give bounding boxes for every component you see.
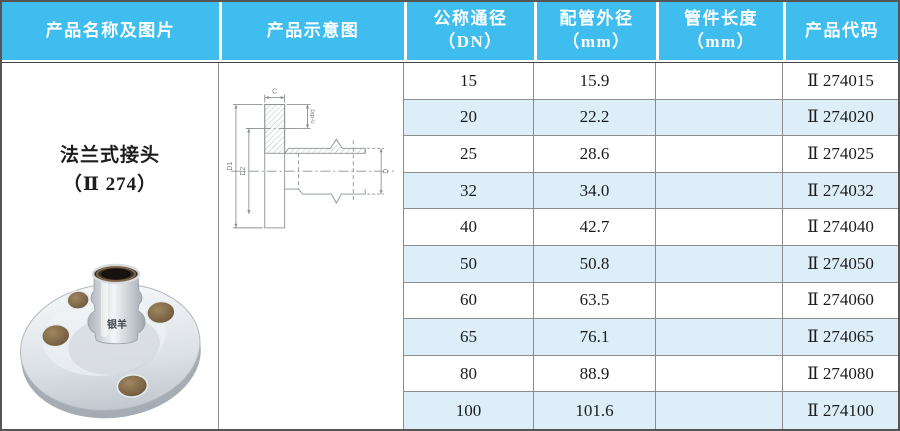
- dn-cell: 32: [404, 172, 534, 210]
- header-cell-outer-diameter: 配管外径 （mm）: [534, 2, 656, 62]
- flange-neck: 银羊: [87, 263, 146, 345]
- brand-mark-label: 银羊: [107, 318, 127, 331]
- product-code-cell: Ⅱ 274032: [783, 172, 898, 210]
- product-code-cell: Ⅱ 274050: [783, 245, 898, 283]
- product-code-cell: Ⅱ 274100: [783, 392, 898, 429]
- header-unit: （mm）: [562, 32, 631, 51]
- diagram-cell: C n-Φd D1 D2: [219, 63, 404, 429]
- flange-plate-outline: [264, 104, 286, 229]
- table-body: 法兰式接头 （Ⅱ 274）: [2, 62, 898, 429]
- dn-cell: 40: [404, 209, 534, 246]
- outer-diameter-cell: 42.7: [534, 209, 656, 246]
- outer-diameter-cell: 28.6: [534, 136, 656, 173]
- outer-diameter-cell: 34.0: [534, 172, 656, 210]
- product-code-cell: Ⅱ 274020: [783, 99, 898, 137]
- dim-label-d: D: [383, 169, 390, 174]
- length-cell: [656, 245, 783, 283]
- outer-diameter-cell: 22.2: [534, 99, 656, 137]
- dim-label-c: C: [272, 89, 277, 96]
- dn-cell: 50: [404, 245, 534, 283]
- outer-diameter-cell: 76.1: [534, 319, 656, 356]
- product-code-cell: Ⅱ 274080: [783, 355, 898, 393]
- bolt-hole: [116, 374, 149, 398]
- header-label: 产品示意图: [266, 20, 360, 40]
- header-label: 产品代码: [805, 20, 879, 40]
- product-title: 法兰式接头 （Ⅱ 274）: [2, 141, 218, 200]
- product-code-cell: Ⅱ 274025: [783, 136, 898, 173]
- dn-cell: 25: [404, 136, 534, 173]
- bolt-hole: [41, 323, 71, 348]
- product-name: 法兰式接头: [59, 145, 160, 166]
- product-cell: 法兰式接头 （Ⅱ 274）: [2, 63, 219, 429]
- length-cell: [656, 136, 783, 173]
- header-cell-product-name: 产品名称及图片: [2, 2, 219, 62]
- product-code-cell: Ⅱ 274060: [783, 282, 898, 320]
- product-code-cell: Ⅱ 274040: [783, 209, 898, 246]
- dim-label-d1: D1: [227, 162, 234, 171]
- header-unit: （mm）: [686, 32, 756, 51]
- header-cell-length: 管件长度 （mm）: [656, 2, 783, 62]
- dim-label-d2: D2: [240, 167, 247, 176]
- length-cell: [656, 209, 783, 246]
- outer-diameter-cell: 101.6: [534, 392, 656, 429]
- flange-section-hatched: [264, 104, 286, 154]
- flange-product-photo: 银羊: [19, 263, 201, 419]
- product-code-cell: Ⅱ 274065: [783, 319, 898, 356]
- header-label: 产品名称及图片: [45, 20, 176, 40]
- header-label: 管件长度: [684, 9, 758, 29]
- dn-cell: 65: [404, 319, 534, 356]
- length-cell: [656, 282, 783, 320]
- header-label: 配管外径: [559, 9, 634, 29]
- length-cell: [656, 172, 783, 210]
- length-cell: [656, 63, 783, 100]
- dim-label-holes: n-Φd: [309, 109, 316, 124]
- header-unit: （DN）: [438, 32, 503, 51]
- length-cell: [656, 392, 783, 429]
- header-cell-product-code: 产品代码: [783, 2, 898, 62]
- dn-cell: 80: [404, 355, 534, 393]
- header-cell-dn: 公称通径 （DN）: [404, 2, 534, 62]
- dn-cell: 60: [404, 282, 534, 320]
- bolt-hole: [146, 300, 176, 325]
- product-code-cell: Ⅱ 274015: [783, 63, 898, 100]
- outer-diameter-cell: 63.5: [534, 282, 656, 320]
- header-label: 公称通径: [433, 9, 508, 29]
- header-cell-diagram: 产品示意图: [219, 2, 404, 62]
- dn-cell: 15: [404, 63, 534, 100]
- dn-cell: 100: [404, 392, 534, 429]
- dn-cell: 20: [404, 99, 534, 137]
- outer-diameter-cell: 50.8: [534, 245, 656, 283]
- bolt-hole: [66, 290, 90, 310]
- flange-technical-drawing: C n-Φd D1 D2: [227, 89, 395, 229]
- table-header-row: 产品名称及图片 产品示意图 公称通径 （DN） 配管外径 （mm） 管件长度 （…: [2, 2, 898, 62]
- length-cell: [656, 319, 783, 356]
- outer-diameter-cell: 15.9: [534, 63, 656, 100]
- outer-diameter-cell: 88.9: [534, 355, 656, 393]
- length-cell: [656, 355, 783, 393]
- length-cell: [656, 99, 783, 137]
- pipe-lower-outline: [284, 188, 366, 204]
- product-series-code: （Ⅱ 274）: [62, 174, 158, 196]
